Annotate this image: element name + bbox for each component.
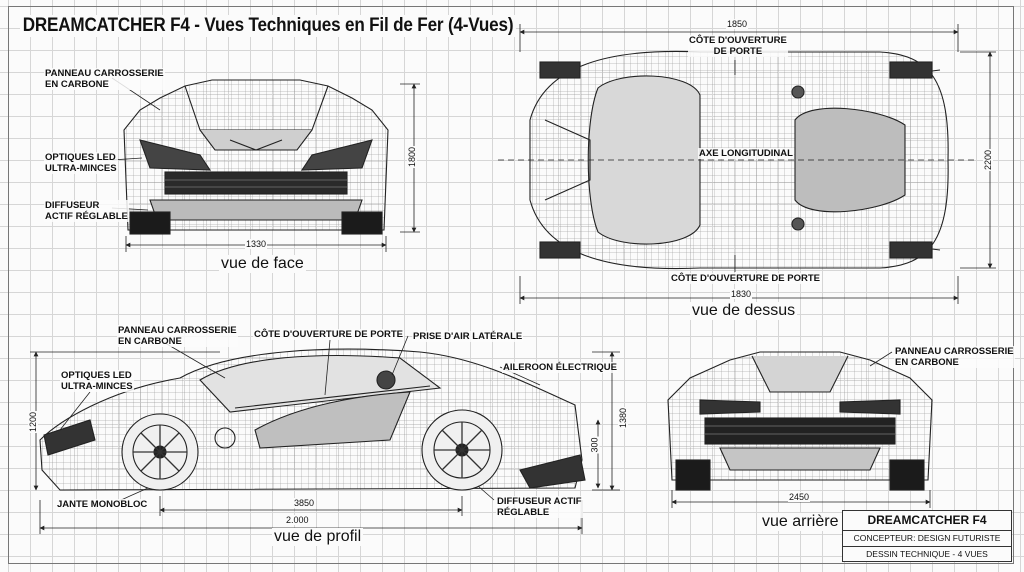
dim-side-wheelbase: 3850: [293, 498, 316, 508]
dim-side-length: 2.000: [285, 515, 310, 525]
rear-view-drawing: [667, 351, 933, 491]
label-side-aileron: AILEROON ÉLECTRIQUE: [502, 362, 619, 373]
title-block-drawing: DESSIN TECHNIQUE - 4 VUES: [866, 549, 988, 559]
dim-side-height-left: 1200: [28, 410, 39, 434]
page-title: DREAMCATCHER F4 - Vues Techniques en Fil…: [20, 15, 517, 37]
side-view-drawing: [39, 348, 586, 491]
front-view-drawing: [123, 79, 389, 235]
view-label-top: vue de dessus: [690, 302, 798, 320]
dim-side-height-right: 1380: [618, 406, 629, 430]
title-block-designer: CONCEPTEUR: DESIGN FUTURISTE: [843, 531, 1011, 547]
dim-top-width: 2200: [983, 148, 994, 172]
label-side-intake: PRISE D'AIR LATÉRALE: [412, 331, 524, 342]
title-block-name: DREAMCATCHER F4: [843, 511, 1011, 531]
dim-side-height-inner: 300: [589, 436, 600, 454]
dim-top-length-lower: 1830: [730, 289, 753, 299]
view-label-side: vue de profil: [272, 528, 364, 546]
rear-dimension-lines: [671, 351, 931, 508]
label-side-door: CÔTE D'OUVERTURE DE PORTE: [253, 329, 404, 340]
title-block: DREAMCATCHER F4 CONCEPTEUR: DESIGN FUTUR…: [842, 510, 1012, 562]
dim-rear-width: 2450: [788, 492, 811, 502]
label-top-axis: AXE LONGITUDINAL: [698, 148, 794, 159]
dim-front-width: 1330: [245, 239, 268, 249]
dim-top-length-upper: 1850: [726, 19, 749, 29]
view-label-front: vue de face: [219, 255, 306, 273]
label-top-door-lower: CÔTE D'OUVERTURE DE PORTE: [670, 273, 821, 284]
view-label-rear: vue arrière: [760, 513, 841, 531]
label-side-rim: JANTE MONOBLOC: [56, 499, 149, 510]
dim-front-height: 1800: [407, 145, 418, 169]
